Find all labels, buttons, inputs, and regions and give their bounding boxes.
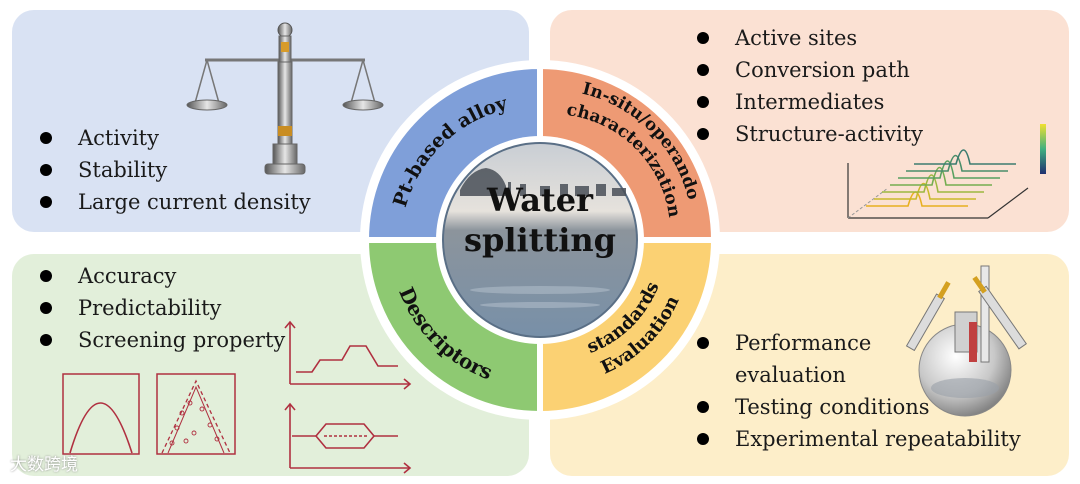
list-item: Testing conditions [697,391,1021,423]
descriptor-step-plot-icon [284,320,412,474]
list-item: Conversion path [697,54,923,86]
descriptors-list: Accuracy Predictability Screening proper… [40,260,285,356]
list-item: Activity [40,122,311,154]
list-item: Intermediates [697,86,923,118]
list-item: Accuracy [40,260,285,292]
list-item: Large current density [40,186,311,218]
volcano-plot-icon [62,373,236,455]
list-item-continuation: evaluation [735,363,846,387]
spectra-waterfall-icon [847,124,1046,219]
list-item: Structure-activity [697,118,923,150]
characterization-list: Active sites Conversion path Intermediat… [697,22,923,150]
center-title-line2: splitting [463,221,617,259]
balance-scale-icon [186,22,384,175]
center-title-line1: Water [487,181,593,219]
pt-alloy-list: Activity Stability Large current density [40,122,311,218]
list-item: Screening property [40,324,285,356]
watermark: 大数跨境 [10,455,78,475]
center-title: Water splitting [440,180,640,260]
list-item: Predictability [40,292,285,324]
list-item: Stability [40,154,311,186]
electrochemical-cell-icon [905,265,1027,417]
list-item: Active sites [697,22,923,54]
list-item: Experimental repeatability [697,423,1021,455]
